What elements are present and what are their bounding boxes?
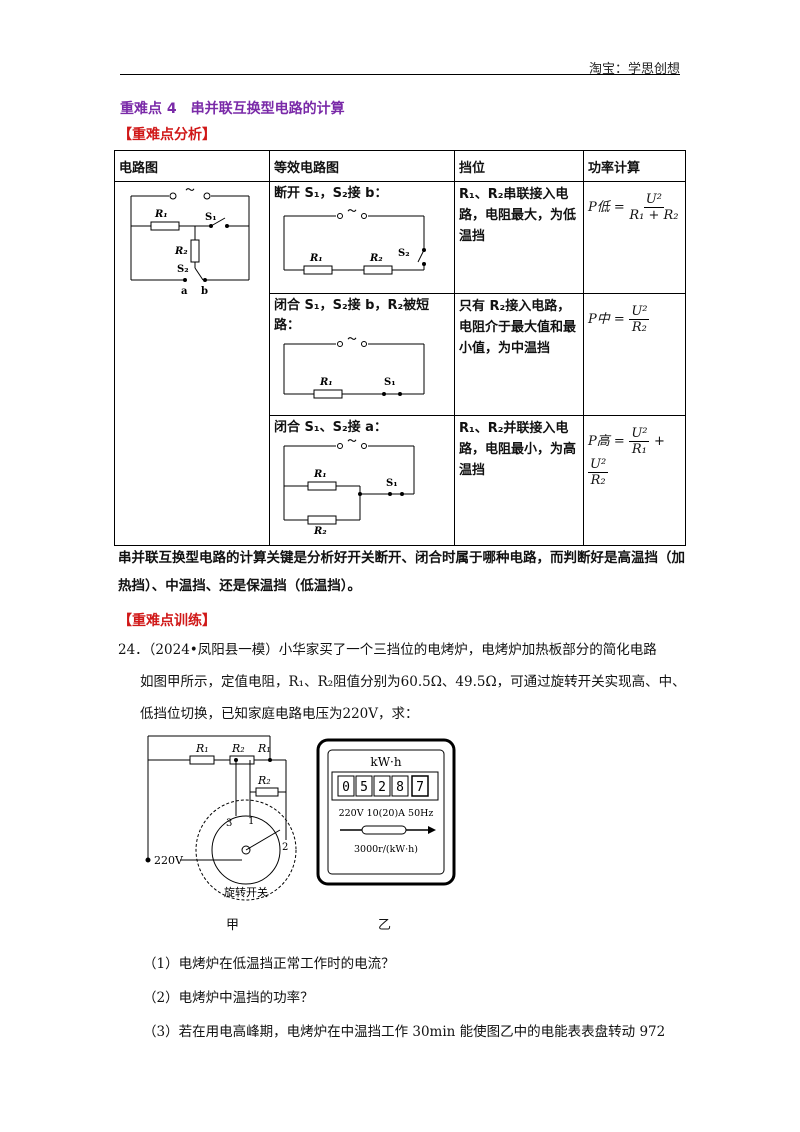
meter-digit-1: 0 bbox=[342, 780, 350, 795]
equiv-cell-1: 断开 S₁，S₂接 b： bbox=[269, 181, 455, 294]
meter-digit-5: 7 bbox=[416, 780, 424, 795]
figure-a-label: 甲 bbox=[226, 918, 240, 933]
eq3-s1: S₁ bbox=[386, 478, 398, 489]
power-label-3: P高 = bbox=[588, 434, 625, 449]
fig-a-pos1: 1 bbox=[248, 816, 254, 827]
problem-statement: 24．（2024•凤阳县一模）小华家买了一个三挡位的电烤炉，电烤炉加热板部分的简… bbox=[118, 634, 690, 730]
question-3: （3）若在用电高峰期，电烤炉在中温挡工作 30min 能使图乙中的电能表表盘转动… bbox=[143, 1024, 666, 1040]
meter-dial-arrow bbox=[340, 825, 436, 835]
meter-digit-4: 8 bbox=[396, 780, 404, 795]
figure-b-meter: kW·h 0 5 2 8 7 220V 10(20)A 50Hz 3000r/(… bbox=[316, 738, 456, 886]
power-frac-3a: U² R₁ bbox=[629, 426, 650, 457]
meter-rating: 220V 10(20)A 50Hz bbox=[339, 808, 434, 819]
figure-b-label: 乙 bbox=[378, 918, 392, 933]
equiv-cell-2: 闭合 S₁，S₂接 b，R₂被短路： ～ bbox=[269, 293, 455, 416]
main-b-label: b bbox=[201, 286, 208, 297]
main-s2-label: S₂ bbox=[177, 264, 189, 275]
header-rule bbox=[120, 74, 680, 75]
condition-2: 闭合 S₁，S₂接 b，R₂被短路： bbox=[274, 298, 430, 333]
eq3-r2: R₂ bbox=[313, 526, 327, 534]
main-a-label: a bbox=[181, 286, 188, 297]
power-1: P低 = U² R₁ + R₂ bbox=[583, 181, 686, 294]
analysis-title: 【重难点分析】 bbox=[118, 127, 216, 143]
power-2: P中 = U² R₂ bbox=[583, 293, 686, 416]
main-circuit-cell: ～ R₁ S₁ R₂ S₂ a b bbox=[114, 181, 270, 546]
problem-line-2: 如图甲所示，定值电阻，R₁、R₂阻值分别为60.5Ω、49.5Ω，可通过旋转开关… bbox=[140, 674, 686, 690]
main-circuit-diagram: ～ R₁ S₁ R₂ S₂ a b bbox=[130, 186, 250, 297]
power-frac-3b: U² R₂ bbox=[588, 457, 609, 488]
header-text: 淘宝：学思创想 bbox=[588, 62, 680, 77]
eq1-r1: R₁ bbox=[309, 253, 323, 264]
power-label-2: P中 = bbox=[588, 312, 625, 327]
section-title: 重难点 4 串并联互换型电路的计算 bbox=[120, 101, 345, 117]
problem-line-3: 低挡位切换，已知家庭电路电压为220V，求： bbox=[140, 706, 419, 722]
condition-1: 断开 S₁，S₂接 b： bbox=[274, 186, 388, 201]
eq3-source: ～ bbox=[347, 438, 356, 447]
analysis-table: 电路图 等效电路图 挡位 功率计算 bbox=[114, 150, 686, 546]
equiv-cell-3: 闭合 S₁、S₂接 a： bbox=[269, 415, 455, 546]
power-3: P高 = U² R₁ + U² R₂ bbox=[583, 415, 686, 546]
meter-digit-2: 5 bbox=[360, 780, 368, 795]
training-title: 【重难点训练】 bbox=[118, 613, 216, 629]
power-frac-2: U² R₂ bbox=[629, 304, 650, 335]
question-2: （2）电烤炉中温挡的功率？ bbox=[143, 990, 314, 1006]
figure-a-circuit: R₁ R₂ R₁ R₂ 220V 3 1 2 旋转开关 bbox=[145, 735, 297, 901]
fig-a-voltage: 220V bbox=[154, 854, 184, 867]
problem-line-1: 24．（2024•凤阳县一模）小华家买了一个三挡位的电烤炉，电烤炉加热板部分的简… bbox=[118, 642, 657, 658]
main-source: ～ bbox=[185, 186, 194, 196]
equiv-circuit-3: ～ R₁ S₁ R₂ bbox=[283, 438, 415, 534]
eq2-s1: S₁ bbox=[384, 377, 396, 388]
th-mode: 挡位 bbox=[454, 150, 584, 182]
eq2-r1: R₁ bbox=[319, 377, 333, 388]
mode-1: R₁、R₂串联接入电路，电阻最大，为低温挡 bbox=[454, 181, 584, 294]
eq1-source: ～ bbox=[347, 207, 356, 217]
fig-a-r2-mid: R₂ bbox=[257, 774, 271, 787]
th-power: 功率计算 bbox=[583, 150, 686, 182]
eq2-source: ～ bbox=[347, 336, 356, 345]
equiv-circuit-2: ～ R₁ S₁ bbox=[283, 336, 425, 399]
main-r1-label: R₁ bbox=[154, 209, 168, 220]
fig-a-r1-left: R₁ bbox=[195, 742, 209, 755]
summary-text: 串并联互换型电路的计算关键是分析好开关断开、闭合时属于哪种电路，而判断好是高温挡… bbox=[118, 550, 685, 594]
mode-3: R₁、R₂并联接入电路，电阻最小，为高温挡 bbox=[454, 415, 584, 546]
fig-a-r2-top: R₂ bbox=[231, 742, 245, 755]
power-frac-1: U² R₁ + R₂ bbox=[629, 192, 679, 223]
eq3-r1: R₁ bbox=[313, 469, 327, 480]
th-equivalent: 等效电路图 bbox=[269, 150, 455, 182]
main-s1-label: S₁ bbox=[205, 212, 217, 223]
eq1-s2: S₂ bbox=[398, 248, 410, 259]
meter-digit-3: 2 bbox=[378, 780, 386, 795]
condition-3: 闭合 S₁、S₂接 a： bbox=[274, 420, 387, 435]
mode-2: 只有 R₂接入电路，电阻介于最大值和最小值，为中温挡 bbox=[454, 293, 584, 416]
power-label-1: P低 = bbox=[588, 200, 625, 215]
meter-unit: kW·h bbox=[370, 755, 401, 769]
fig-a-pos3: 3 bbox=[226, 818, 232, 829]
fig-a-pos2: 2 bbox=[282, 842, 288, 853]
fig-a-switch-label: 旋转开关 bbox=[224, 885, 268, 899]
main-r2-label: R₂ bbox=[174, 246, 188, 257]
meter-constant: 3000r/(kW·h) bbox=[354, 844, 418, 855]
fig-a-r1-right: R₁ bbox=[257, 742, 271, 755]
eq1-r2: R₂ bbox=[369, 253, 383, 264]
th-circuit: 电路图 bbox=[114, 150, 270, 182]
question-1: （1）电烤炉在低温挡正常工作时的电流？ bbox=[143, 956, 395, 972]
equiv-circuit-1: ～ R₁ R₂ S₂ bbox=[283, 207, 426, 275]
